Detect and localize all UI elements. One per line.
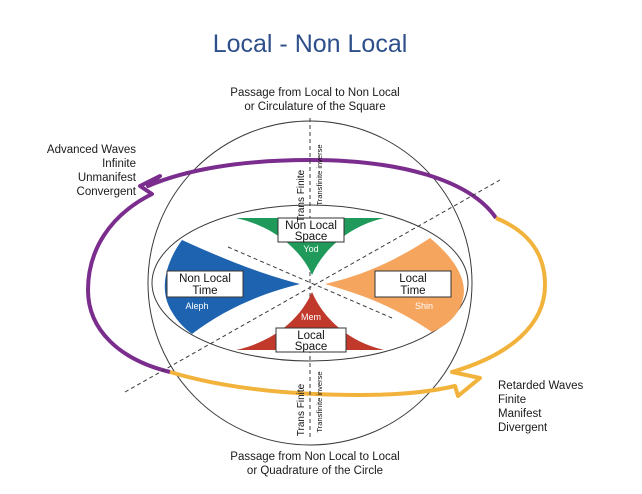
local-space-line2: Space <box>295 341 328 353</box>
retarded-waves-loop <box>169 216 547 398</box>
non-local-space-line1: Non Local <box>285 220 337 232</box>
mem-label: Mem <box>301 312 321 322</box>
retarded-waves-line4: Divergent <box>498 422 548 434</box>
yod-label: Yod <box>303 244 318 254</box>
advanced-waves-line1: Advanced Waves <box>47 144 136 156</box>
advanced-waves-line3: Unmanifest <box>78 172 137 184</box>
top-caption-line1: Passage from Local to Non Local <box>230 87 399 99</box>
axes <box>124 118 501 440</box>
retarded-waves-label: Retarded Waves Finite Manifest Divergent <box>498 380 583 434</box>
retarded-waves-line2: Finite <box>498 394 526 406</box>
diagonal-axis <box>124 179 501 393</box>
non-local-time-line1: Non Local <box>179 273 231 285</box>
local-time-line1: Local <box>399 273 427 285</box>
non-local-space-line2: Space <box>295 231 328 243</box>
non-local-space-box <box>277 217 345 243</box>
diagonal-axis-secondary <box>227 246 393 319</box>
top-trans-finite-label: Trans Finite <box>296 169 307 222</box>
bottom-caption: Passage from Non Local to Local or Quadr… <box>230 451 399 477</box>
non-local-space-wedge <box>236 218 384 275</box>
non-local-time-line2: Time <box>192 285 217 297</box>
bottom-transfinite-inverse-label: Transfinite inverse <box>315 372 324 433</box>
local-space-line1: Local <box>297 330 325 342</box>
advanced-waves-label: Advanced Waves Infinite Unmanifest Conve… <box>47 144 137 198</box>
shin-label: Shin <box>415 301 433 311</box>
local-space-wedge <box>236 292 384 350</box>
advanced-waves-loop <box>86 158 498 374</box>
bottom-caption-line1: Passage from Non Local to Local <box>230 451 399 463</box>
advanced-waves-line2: Infinite <box>102 158 136 170</box>
local-space-box <box>275 327 347 353</box>
bottom-caption-line2: or Quadrature of the Circle <box>247 465 383 477</box>
local-time-box <box>374 270 452 298</box>
retarded-waves-line1: Retarded Waves <box>498 380 583 392</box>
local-time-line2: Time <box>400 285 425 297</box>
top-caption-line2: or Circulature of the Square <box>244 101 385 113</box>
advanced-waves-line4: Convergent <box>77 186 137 198</box>
non-local-time-box <box>166 270 244 298</box>
page-title: Local - Non Local <box>213 30 408 58</box>
aleph-label: Aleph <box>185 301 208 311</box>
bottom-trans-finite-label: Trans Finite <box>296 383 307 436</box>
retarded-waves-line3: Manifest <box>498 408 542 420</box>
top-transfinite-inverse-label: Transfinite inverse <box>315 145 324 206</box>
top-caption: Passage from Local to Non Local or Circu… <box>230 87 399 113</box>
